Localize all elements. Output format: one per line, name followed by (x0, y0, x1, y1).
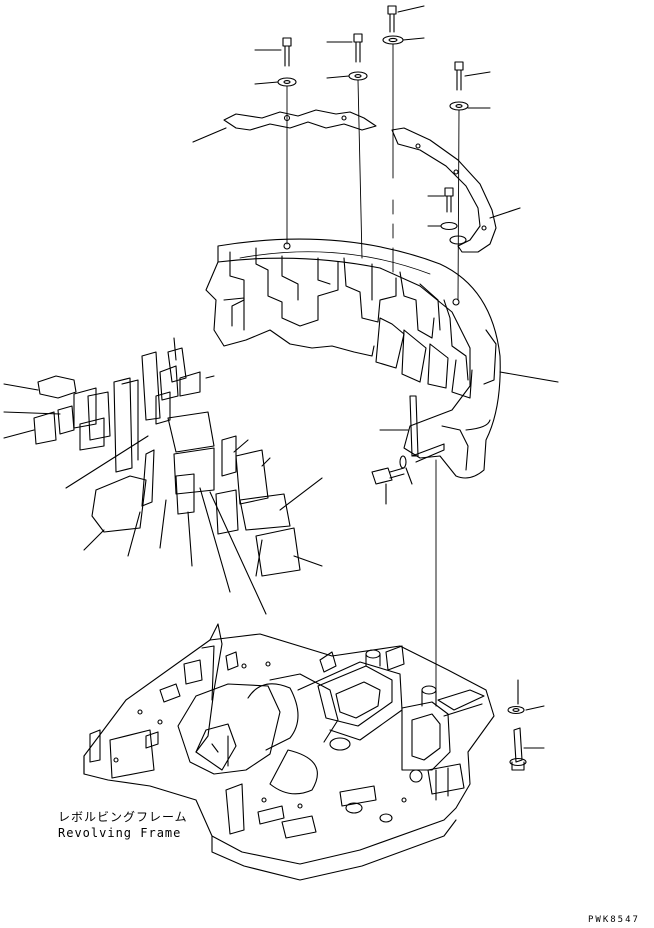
bolt-top-center (382, 5, 425, 45)
rear-cover-counterweight (205, 238, 559, 479)
drawing-code: PWK8547 (588, 915, 640, 925)
alignment-lines (286, 43, 460, 691)
bolt-frame-right (507, 679, 545, 771)
bolt-left (254, 37, 297, 87)
top-cover-plate (192, 109, 377, 143)
mounting-bracket-rod (371, 395, 445, 505)
frame-label-english: Revolving Frame (58, 826, 182, 840)
insulation-pads (3, 337, 323, 615)
curved-bracket (391, 127, 521, 253)
bolt-bracket (427, 187, 458, 231)
revolving-frame (83, 623, 495, 881)
bolt-mid (326, 33, 368, 81)
bolt-right (449, 61, 491, 111)
frame-label-japanese: レボルビングフレーム (58, 810, 188, 824)
